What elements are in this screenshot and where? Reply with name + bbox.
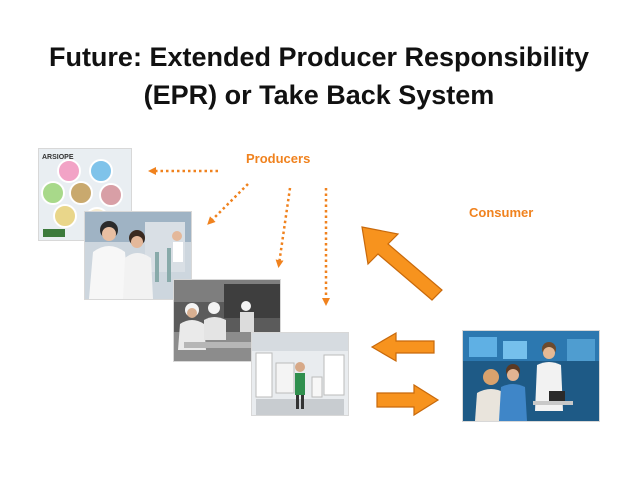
producers-label: Producers bbox=[246, 151, 311, 166]
arrow-right-to-consumer bbox=[376, 383, 440, 417]
dotted-arrow-to-factory bbox=[275, 187, 292, 268]
slide-title-line-2: (EPR) or Take Back System bbox=[143, 80, 495, 110]
consumers-photo bbox=[462, 330, 600, 422]
consumers-image bbox=[463, 331, 599, 421]
retail-store-image bbox=[252, 333, 348, 415]
slide-title-line-1: Future: Extended Producer Responsibility bbox=[48, 42, 590, 72]
arrow-left-to-store bbox=[370, 331, 435, 363]
consumer-label: Consumer bbox=[469, 205, 534, 220]
dotted-arrow-to-lab bbox=[207, 183, 249, 225]
return-arrow-diagonal bbox=[361, 226, 443, 301]
pellets-brand-text: ARSIOPE bbox=[42, 154, 74, 161]
slide-title: Future: Extended Producer Responsibility… bbox=[0, 38, 638, 114]
retail-store-photo bbox=[251, 332, 349, 416]
